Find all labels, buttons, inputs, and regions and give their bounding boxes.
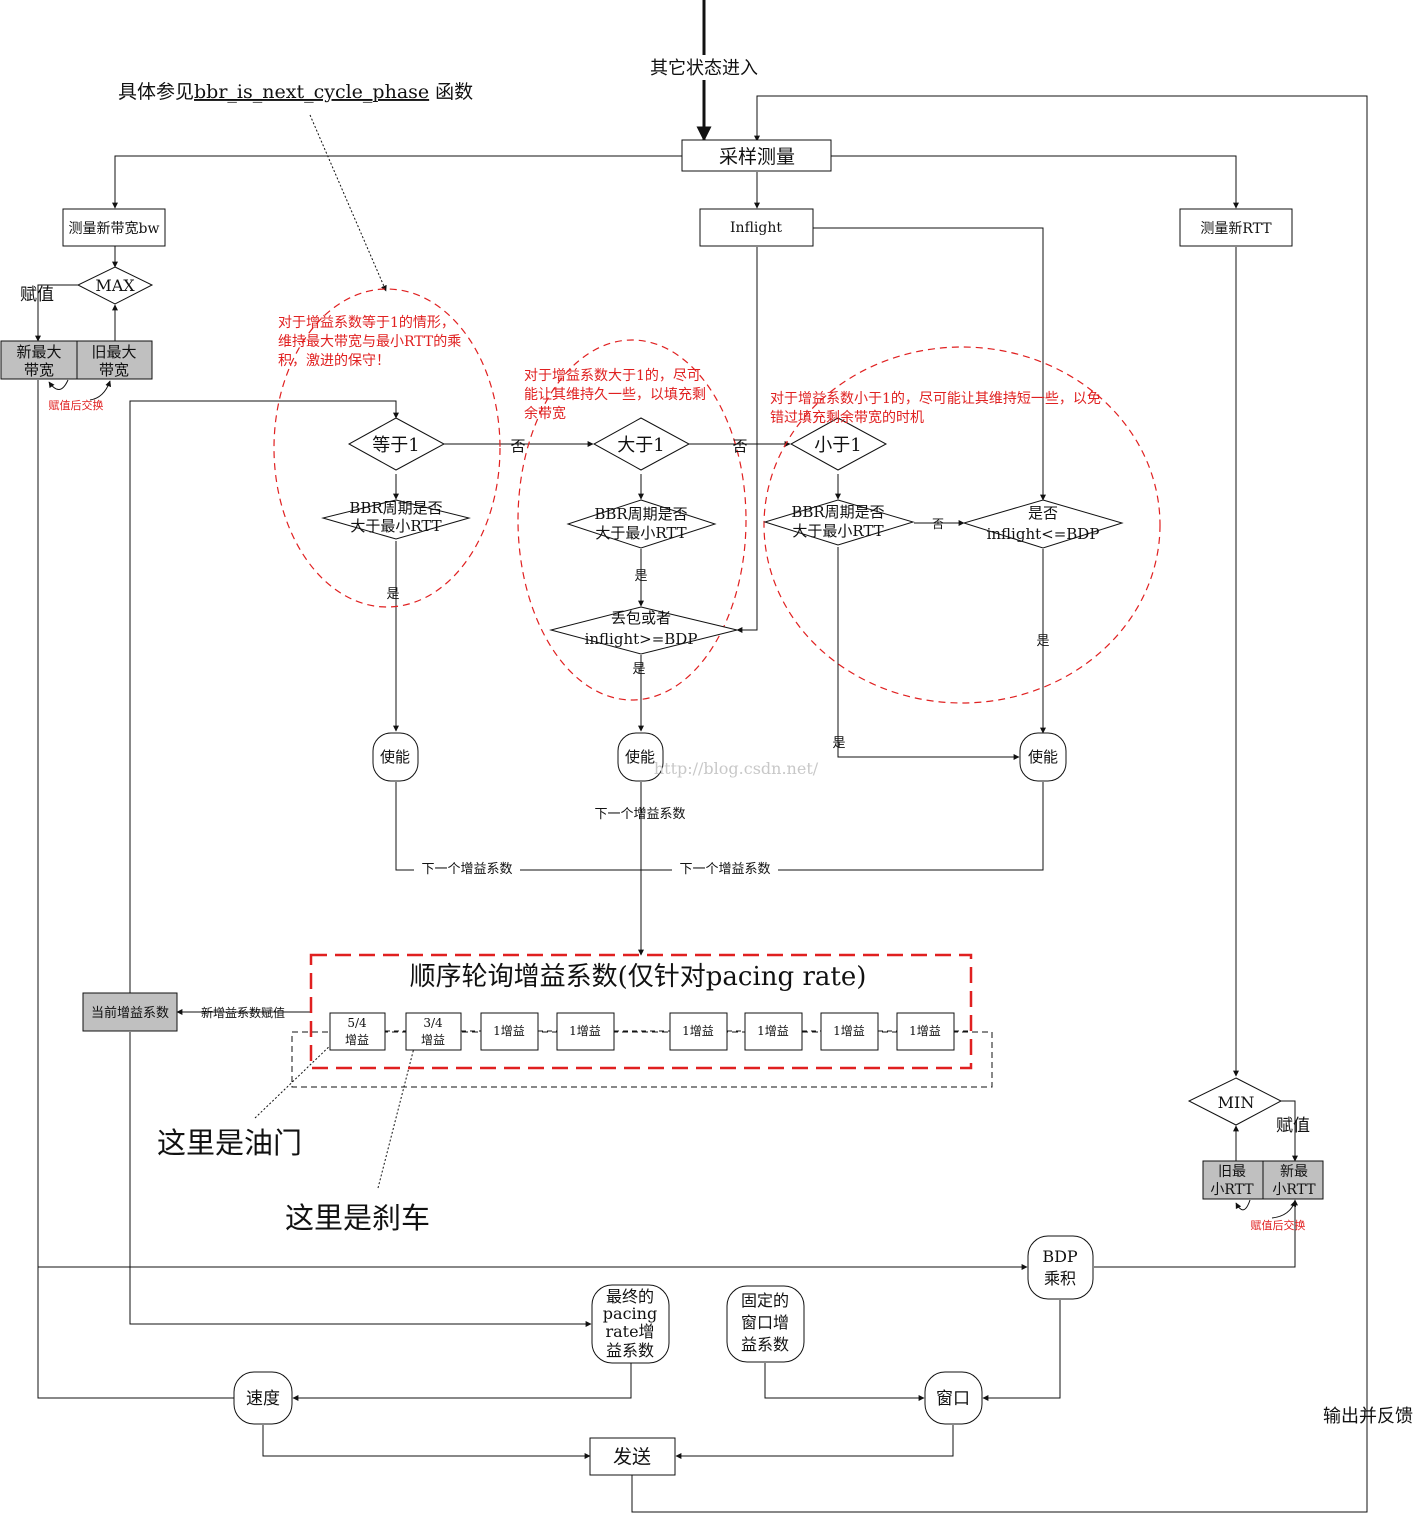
cycle-title: 顺序轮询增益系数(仅针对pacing rate) <box>410 962 867 992</box>
brake-note: 这里是刹车 <box>285 1201 430 1235</box>
cycle-check-diamond-1 <box>321 499 471 540</box>
note-eq1: 对于增益系数等于1的情形，维持最大带宽与最小RTT的乘积，激进的保守！ <box>278 314 461 369</box>
old-min-rtt-cell <box>1202 1160 1264 1200</box>
send-box <box>589 1437 676 1476</box>
enable-node-2 <box>617 732 664 782</box>
throttle-note: 这里是油门 <box>157 1126 302 1160</box>
next-gain-label-left: 下一个增益系数 <box>421 862 512 877</box>
enable-label-2: 使能 <box>625 748 655 766</box>
cwnd-gain-label: 固定的窗口增益系数 <box>741 1291 789 1354</box>
new-gain-assign-label: 新增益系数赋值 <box>201 1005 285 1020</box>
speed-node <box>233 1371 293 1425</box>
measure-rtt-box <box>1179 208 1293 247</box>
left-assign-label: 赋值 <box>20 285 54 305</box>
right-assign-label: 赋值 <box>1276 1116 1310 1136</box>
eq1-label: 等于1 <box>372 435 419 456</box>
note-gt1: 对于增益系数大于1的，尽可能让其维持久一些，以填充剩余带宽 <box>524 368 706 422</box>
yes-label-5: 是 <box>832 736 845 751</box>
window-node <box>924 1371 983 1425</box>
new-max-bw-label: 新最大带宽 <box>16 343 61 379</box>
gain-box-8: 1增益 <box>909 1024 941 1038</box>
cycle-check-label-3: BBR周期是否大于最小RTT <box>791 503 884 540</box>
next-gain-label-center: 下一个增益系数 <box>594 807 685 822</box>
cycle-check-diamond-2 <box>566 499 717 549</box>
gain-box-5: 1增益 <box>682 1024 714 1038</box>
note-lt1: 对于增益系数小于1的，尽可能让其维持短一些，以免错过填充剩余带宽的时机 <box>770 391 1101 426</box>
reference-note: 具体参见bbr_is_next_cycle_phase 函数 <box>118 81 473 103</box>
sample-label: 采样测量 <box>719 146 795 168</box>
inflight-label: Inflight <box>730 220 782 236</box>
max-diamond <box>76 266 154 305</box>
lt1-diamond <box>789 417 888 471</box>
window-label: 窗口 <box>936 1389 970 1409</box>
cycle-check-label-1: BBR周期是否大于最小RTT <box>349 499 442 535</box>
yes-label-2: 是 <box>634 569 647 584</box>
old-max-bw-label: 旧最大带宽 <box>91 343 136 379</box>
sample-box <box>681 139 832 172</box>
cwnd-gain-node <box>726 1285 805 1363</box>
new-max-bw-cell <box>0 340 78 380</box>
enable-node-1 <box>372 732 419 782</box>
next-gain-label-right: 下一个增益系数 <box>679 862 770 877</box>
measure-bw-label: 测量新带宽bw <box>69 220 160 237</box>
gt1-label: 大于1 <box>617 435 664 456</box>
yes-label-4: 是 <box>1036 634 1049 649</box>
top-entry-label: 其它状态进入 <box>650 58 758 79</box>
yes-label-3: 是 <box>632 662 645 677</box>
no-label-1: 否 <box>510 437 525 455</box>
pacing-gain-node <box>591 1284 670 1364</box>
old-min-rtt-label: 旧最小RTT <box>1210 1164 1254 1198</box>
gain-box-3: 1增益 <box>493 1024 525 1038</box>
watermark: http://blog.csdn.net/ <box>654 759 819 778</box>
enable-label-1: 使能 <box>380 748 410 766</box>
gain-box-4: 1增益 <box>569 1024 601 1038</box>
eq1-diamond <box>347 417 446 471</box>
no-label-3: 否 <box>932 517 944 531</box>
max-label: MAX <box>95 276 135 295</box>
left-swap-label: 赋值后交换 <box>49 398 104 412</box>
gain-box-6: 1增益 <box>757 1024 789 1038</box>
new-min-rtt-cell <box>1262 1160 1324 1200</box>
gain-box-7: 1增益 <box>833 1024 865 1038</box>
measure-bw-box <box>62 208 166 247</box>
lt1-label: 小于1 <box>814 435 861 456</box>
old-max-bw-cell <box>76 340 153 380</box>
gt1-diamond <box>592 417 691 471</box>
loss-or-inflight-diamond <box>549 606 738 655</box>
no-label-2: 否 <box>732 437 747 455</box>
cycle-check-diamond-3 <box>763 499 915 546</box>
new-min-rtt-label: 新最小RTT <box>1272 1164 1316 1198</box>
measure-rtt-label: 测量新RTT <box>1200 221 1272 237</box>
enable-node-3 <box>1019 732 1067 782</box>
right-swap-label: 赋值后交换 <box>1251 1218 1306 1232</box>
feedback-label: 输出并反馈 <box>1323 1406 1413 1427</box>
cycle-check-label-2: BBR周期是否大于最小RTT <box>594 505 687 542</box>
current-gain-box <box>82 992 178 1032</box>
inflight-box <box>699 208 814 247</box>
yes-label-1: 是 <box>386 587 399 602</box>
min-label: MIN <box>1218 1093 1255 1112</box>
min-diamond <box>1187 1077 1283 1126</box>
current-gain-label: 当前增益系数 <box>91 1005 169 1021</box>
speed-label: 速度 <box>246 1389 280 1409</box>
bdp-node <box>1027 1235 1094 1300</box>
inflight-le-bdp-diamond <box>962 499 1124 549</box>
send-label: 发送 <box>613 1446 651 1468</box>
enable-label-3: 使能 <box>1028 748 1058 766</box>
